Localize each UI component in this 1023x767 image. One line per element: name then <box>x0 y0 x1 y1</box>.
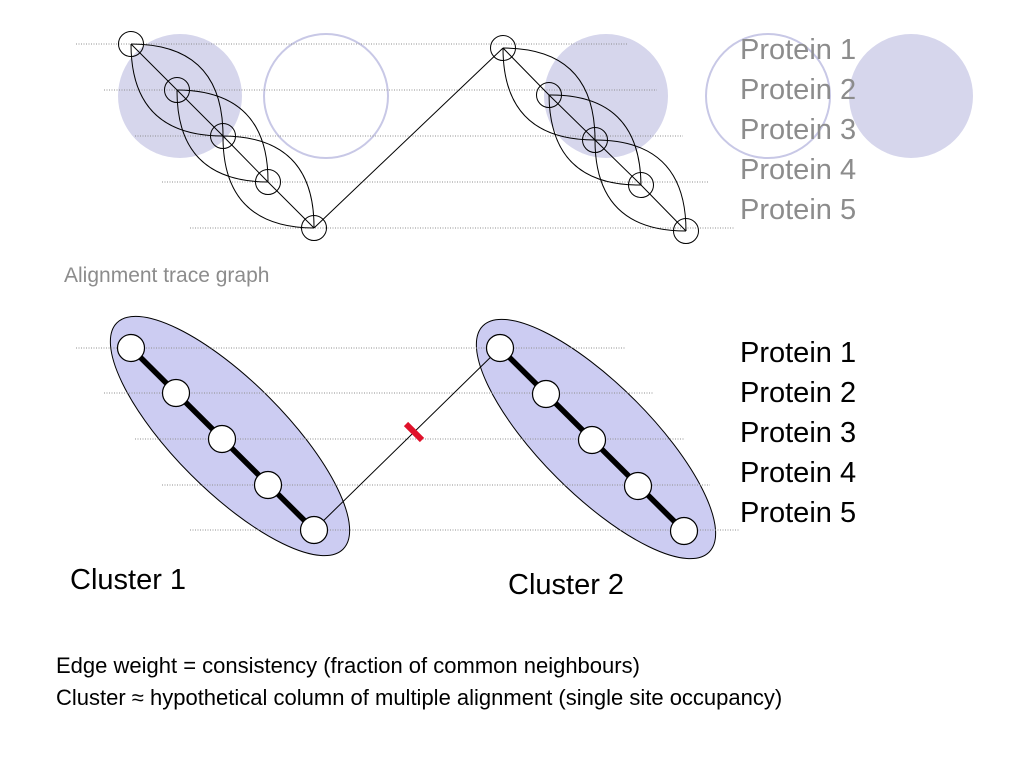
trace-node <box>255 169 281 195</box>
outline-circle <box>705 33 831 159</box>
trace-edge-lens <box>222 135 315 229</box>
cluster-1-label: Cluster 1 <box>70 564 187 596</box>
trace-edge <box>267 181 315 229</box>
trace-edge <box>502 47 550 96</box>
bottom-protein-5-label: Protein 5 <box>740 497 857 529</box>
trace-edge-lens <box>594 139 687 232</box>
edge-cut-marker <box>403 421 425 443</box>
bottom-protein-2-label: Protein 2 <box>740 377 857 409</box>
trace-edge <box>176 89 224 137</box>
trace-edge-lens <box>130 43 224 137</box>
bottom-protein-3-label: Protein 3 <box>740 417 857 449</box>
highlight-circle <box>118 34 242 158</box>
trace-edge-lens <box>548 94 642 186</box>
trace-node <box>164 77 190 103</box>
trace-edge-lens <box>130 43 224 137</box>
trace-edge <box>548 94 596 141</box>
trace-edge-lens <box>502 47 596 141</box>
highlight-circle <box>849 34 973 158</box>
bottom-protein-4-label: Protein 4 <box>740 457 857 489</box>
cluster-node <box>253 470 283 500</box>
trace-node <box>673 218 699 244</box>
bottom-protein-1-label: Protein 1 <box>740 337 857 369</box>
outline-circle <box>263 33 389 159</box>
top-protein-4-label: Protein 4 <box>740 154 857 186</box>
trace-node <box>582 127 608 153</box>
trace-edge-lens <box>502 47 596 141</box>
top-protein-5-label: Protein 5 <box>740 194 857 226</box>
trace-node <box>210 123 236 149</box>
cluster-node <box>531 379 561 409</box>
trace-edge <box>222 135 269 183</box>
cluster-node <box>116 333 146 363</box>
cluster-node <box>299 515 329 545</box>
alignment-trace-graph-caption: Alignment trace graph <box>64 264 270 287</box>
trace-edge-lens <box>548 94 642 186</box>
trace-node <box>490 35 516 61</box>
highlight-circle <box>544 34 668 158</box>
cluster-node <box>577 425 607 455</box>
inter-cluster-edge <box>313 347 501 531</box>
top-protein-2-label: Protein 2 <box>740 74 857 106</box>
cluster-2-label: Cluster 2 <box>508 569 625 601</box>
trace-edge-lens <box>176 89 269 183</box>
cluster-note: Cluster ≈ hypothetical column of multipl… <box>56 685 783 710</box>
trace-edge <box>130 43 178 91</box>
cluster-node <box>207 424 237 454</box>
trace-edge <box>594 139 642 186</box>
trace-edge-lens <box>222 135 315 229</box>
trace-node <box>628 172 654 198</box>
trace-node <box>118 31 144 57</box>
top-protein-1-label: Protein 1 <box>740 34 857 66</box>
cross-trace-edge <box>313 47 504 229</box>
trace-node <box>301 215 327 241</box>
trace-edge-lens <box>594 139 687 232</box>
cluster-node <box>669 516 699 546</box>
top-protein-3-label: Protein 3 <box>740 114 857 146</box>
cluster-node <box>161 378 191 408</box>
cluster-node <box>623 471 653 501</box>
trace-edge-lens <box>176 89 269 183</box>
cluster-node <box>485 333 515 363</box>
edge-weight-note: Edge weight = consistency (fraction of c… <box>56 653 640 678</box>
trace-edge <box>640 184 687 232</box>
trace-node <box>536 82 562 108</box>
